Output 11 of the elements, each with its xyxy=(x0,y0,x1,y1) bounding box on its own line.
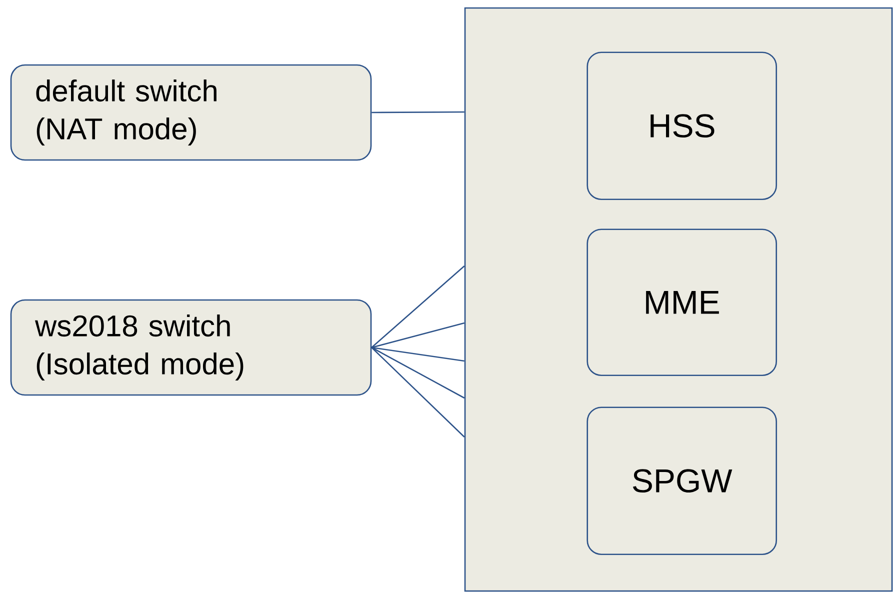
component-box: SPGW xyxy=(586,406,777,555)
connector-line xyxy=(371,347,465,438)
component-box: MME xyxy=(586,228,777,376)
connector-line xyxy=(372,111,464,114)
connector-line xyxy=(371,322,465,348)
switch-box: ws2018 switch (Isolated mode) xyxy=(10,299,372,396)
connector-line xyxy=(371,266,465,348)
switch-box: default switch (NAT mode) xyxy=(10,64,372,161)
component-box: HSS xyxy=(586,52,777,200)
connector-line xyxy=(371,346,465,399)
connector-line xyxy=(372,346,464,362)
